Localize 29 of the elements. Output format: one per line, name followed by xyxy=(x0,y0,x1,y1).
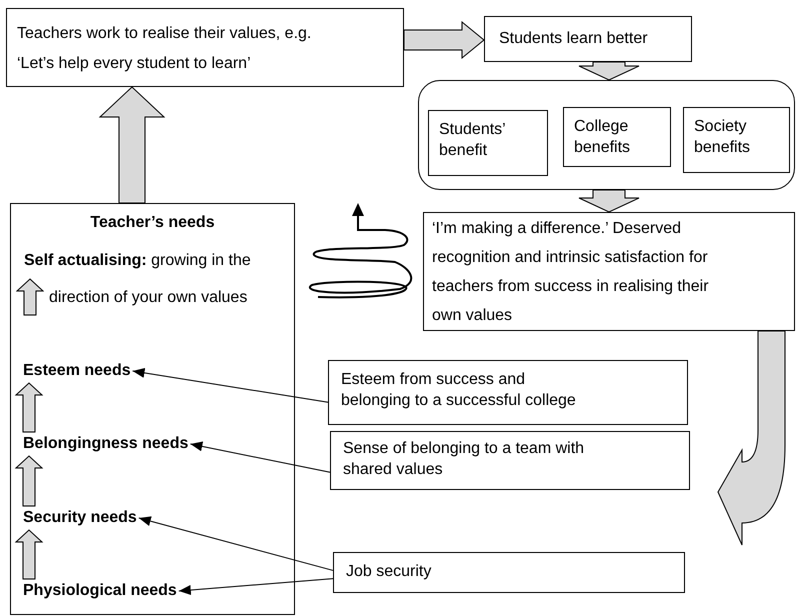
text-box: Teachers work to realise their values, e.g. ‘Let’s help every student to learn’ xyxy=(6,8,404,87)
need-text: Belongingness needs xyxy=(23,432,188,456)
need-text: Self actualising: growing in the direction of your own values xyxy=(15,242,255,316)
leader-arrow xyxy=(190,441,330,473)
text-box: ‘I’m making a difference.’ Deserved recognition and intrinsic satisfaction for teachers from success in realising their own values xyxy=(423,212,795,331)
text-box: Sense of belonging to a team with shared values xyxy=(330,431,690,490)
needs-panel xyxy=(10,203,295,615)
need-text: Physiological needs xyxy=(23,579,177,603)
text-box: Esteem from success and belonging to a successful college xyxy=(328,360,688,425)
need-text: Security needs xyxy=(23,506,137,530)
panel-heading: Teacher’s needs xyxy=(89,213,216,233)
block-arrow xyxy=(98,86,166,204)
curved-block-arrow xyxy=(718,330,786,546)
leader-arrow xyxy=(178,578,334,596)
block-arrow xyxy=(14,382,44,432)
leader-arrow xyxy=(138,516,334,571)
leader-arrow xyxy=(132,368,328,403)
text-box: College benefits xyxy=(563,107,671,167)
block-arrow xyxy=(14,529,44,580)
text-box: Society benefits xyxy=(683,107,790,173)
block-arrow xyxy=(578,62,640,81)
block-arrow xyxy=(14,455,44,506)
text-box: Job security xyxy=(333,552,685,593)
block-arrow xyxy=(404,20,485,60)
block-arrow xyxy=(578,190,640,213)
text-box: Students’ benefit xyxy=(428,110,548,176)
need-text: Esteem needs xyxy=(23,359,131,383)
bracket-frame xyxy=(418,80,795,190)
text-box: Students learn better xyxy=(484,16,692,62)
